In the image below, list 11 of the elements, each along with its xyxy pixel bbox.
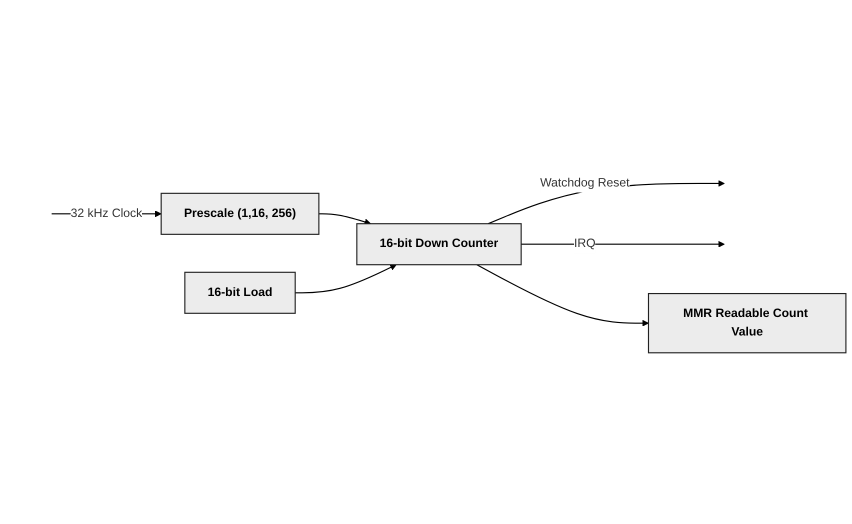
node-box: 16-bit Down Counter (356, 222, 522, 265)
arrow (476, 264, 649, 326)
arrow (295, 264, 397, 293)
node-box: 16-bit Load (184, 271, 296, 314)
edge-label: IRQ (574, 236, 596, 250)
edge-label: 32 kHz Clock (70, 206, 142, 220)
edge-label: Watchdog Reset (540, 176, 630, 190)
arrow (521, 240, 725, 248)
node-box: MMR Readable Count Value (648, 292, 846, 353)
node-box: Prescale (1,16, 256) (160, 192, 320, 234)
arrow (318, 212, 372, 225)
